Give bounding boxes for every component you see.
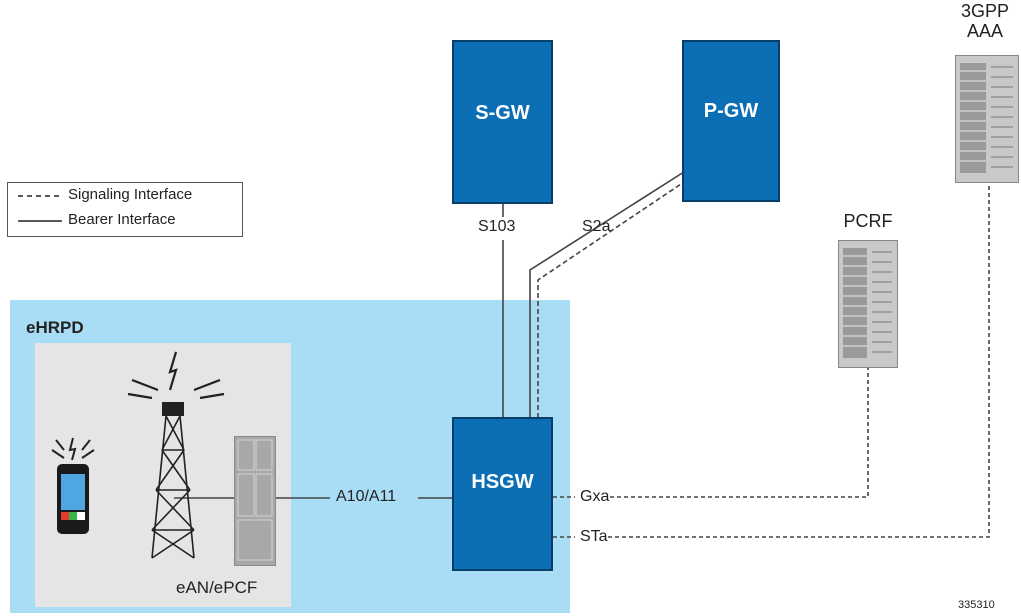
aaa-label: 3GPP AAA <box>950 1 1020 41</box>
signaling-legend-label: Signaling Interface <box>68 186 193 203</box>
gxa-label: Gxa <box>580 488 610 505</box>
sgw-node: S-GW <box>452 40 553 204</box>
s2a-signaling-line <box>537 177 691 418</box>
mobile-phone-icon <box>51 437 95 534</box>
cell-tower-icon <box>127 351 225 559</box>
server-rack-icon <box>955 55 1019 183</box>
bearer-legend-line <box>18 220 62 222</box>
s2a-bearer-line <box>529 169 688 418</box>
sta-line-b <box>608 180 990 538</box>
signaling-legend-line <box>18 195 62 197</box>
aaa-label-line1: 3GPP <box>960 1 1010 21</box>
sta-label: STa <box>580 528 608 545</box>
pgw-node: P-GW <box>682 40 780 202</box>
s2a-label: S2a <box>582 218 611 235</box>
ean-epcf-label: eAN/ePCF <box>176 578 258 597</box>
hsgw-label: HSGW <box>471 471 534 493</box>
s103-label: S103 <box>478 218 516 235</box>
legend: Signaling Interface Bearer Interface <box>7 182 243 237</box>
pcf-rack-icon <box>234 436 276 566</box>
pcrf-label: PCRF <box>843 211 893 231</box>
hsgw-node: HSGW <box>452 417 553 571</box>
ehrpd-label: eHRPD <box>26 318 84 337</box>
gxa-line-b <box>610 366 869 498</box>
pgw-label: P-GW <box>703 100 759 122</box>
server-rack-icon <box>838 240 898 368</box>
aaa-label-line2: AAA <box>966 21 1004 41</box>
figure-id: 335310 <box>958 599 995 611</box>
a10-a11-label: A10/A11 <box>336 488 397 505</box>
bearer-legend-label: Bearer Interface <box>68 211 176 228</box>
sgw-label: S-GW <box>475 102 530 124</box>
